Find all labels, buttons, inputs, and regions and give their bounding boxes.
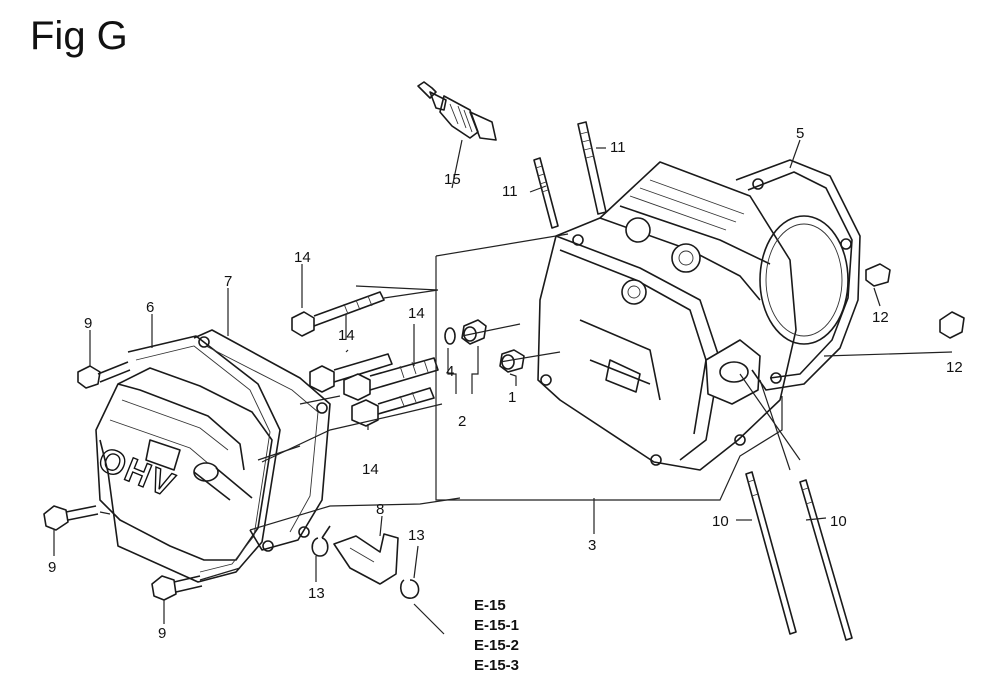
callout-14-mid: 14 <box>338 327 355 344</box>
head-gasket <box>735 159 861 391</box>
spark-plug <box>417 81 497 141</box>
callout-13-left: 13 <box>308 585 325 602</box>
callout-9-left: 9 <box>48 559 56 576</box>
callout-1: 1 <box>508 389 516 406</box>
head-cover: OHV <box>92 367 273 561</box>
reference-e15-3: E-15-3 <box>474 657 519 674</box>
cover-bolt-bottom <box>151 575 203 601</box>
reference-e15: E-15 <box>474 597 506 614</box>
dowel-pin-a <box>461 319 487 345</box>
head-stud-right <box>577 121 607 215</box>
callout-11-left: 11 <box>502 183 518 200</box>
head-bolt-long <box>291 291 385 337</box>
callout-8: 8 <box>376 501 384 518</box>
cap-plug-right <box>939 311 965 339</box>
head-stud-left <box>533 157 559 229</box>
callout-13-right: 13 <box>408 527 425 544</box>
breather-tube <box>333 533 399 585</box>
callout-14-bottom: 14 <box>362 461 379 478</box>
callout-9-top: 9 <box>84 315 92 332</box>
callout-6: 6 <box>146 299 154 316</box>
reference-e15-1: E-15-1 <box>474 617 519 634</box>
callout-labels: 1 2 3 4 5 6 7 8 9 9 9 10 10 11 11 12 12 … <box>48 125 963 642</box>
callout-15: 15 <box>444 171 461 188</box>
push-rod-right <box>799 479 853 641</box>
callout-9-bottom: 9 <box>158 625 166 642</box>
callout-5: 5 <box>796 125 804 142</box>
callout-10-right: 10 <box>830 513 847 530</box>
head-bolt-lower <box>351 387 435 427</box>
o-ring-small <box>444 327 456 345</box>
cover-bolt-left <box>43 505 99 531</box>
figure-title: Fig G <box>30 14 128 58</box>
callout-14-right: 14 <box>408 305 425 322</box>
head-bolt-mid <box>309 353 393 393</box>
cover-gasket-outer <box>193 329 331 552</box>
tube-clip-right <box>399 579 420 599</box>
callout-11-right: 11 <box>610 139 626 156</box>
callout-4: 4 <box>446 363 454 380</box>
push-rod-left <box>745 471 797 635</box>
cylinder-head <box>537 161 797 471</box>
callout-10-left: 10 <box>712 513 729 530</box>
reference-list: E-15 E-15-1 E-15-2 E-15-3 <box>474 597 519 674</box>
cover-gasket <box>99 335 281 583</box>
tube-clip-left <box>311 525 331 557</box>
callout-12-upper: 12 <box>872 309 889 326</box>
leader-lines <box>53 139 953 635</box>
callout-3: 3 <box>588 537 596 554</box>
callout-7: 7 <box>224 273 232 290</box>
callout-2: 2 <box>458 413 466 430</box>
reference-e15-2: E-15-2 <box>474 637 519 654</box>
callout-12-right: 12 <box>946 359 963 376</box>
callout-14-top: 14 <box>294 249 311 266</box>
cap-plug-upper <box>865 263 891 287</box>
